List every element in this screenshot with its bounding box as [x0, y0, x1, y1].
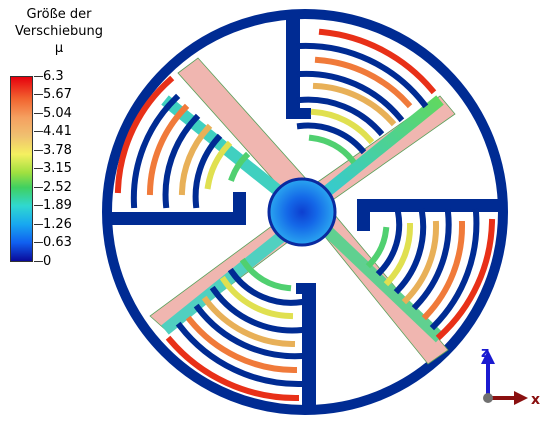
tick-label-6: 2.52 [43, 180, 72, 195]
tick-label-1: 5.67 [43, 87, 72, 102]
finger-sw-2 [185, 315, 298, 374]
finger-ne-1 [318, 28, 437, 95]
tick-5 [34, 168, 43, 169]
finger-se-4 [383, 222, 414, 287]
frame-bar-left-arm [233, 192, 246, 225]
axis-triad: z x [481, 345, 540, 408]
x-axis-arrowhead [514, 391, 528, 405]
frame-bar-bottom-arm [296, 283, 316, 294]
deformed-beam-sw [161, 220, 300, 335]
tick-label-9: 0.63 [43, 235, 72, 250]
tick-9 [34, 242, 43, 243]
frame-bar-top [286, 16, 300, 118]
spring-fingers-ne [296, 28, 437, 165]
legend-title-line2: Verschiebung [15, 24, 103, 39]
frame-bar-right-arm [357, 199, 370, 231]
finger-ne-3 [312, 82, 397, 127]
z-axis-label: z [481, 345, 489, 361]
tick-0 [34, 76, 43, 77]
deformed-beam-se [313, 217, 445, 343]
finger-nw-1 [114, 75, 175, 194]
finger-sw-3 [201, 295, 296, 348]
finger-ne-4 [310, 108, 375, 145]
finger-sw-4 [219, 275, 294, 320]
tick-label-10: 0 [43, 254, 52, 269]
spring-fingers-sw [165, 257, 306, 402]
frame-fingers-se [375, 208, 480, 331]
finger-sw-1 [165, 335, 300, 402]
color-scale-bar [10, 76, 33, 262]
legend-title-line1: Größe der [26, 7, 92, 22]
tick-label-4: 3.78 [43, 143, 72, 158]
x-axis-label: x [531, 392, 540, 408]
finger-se-2 [421, 220, 466, 321]
frame-fingers-nw [130, 93, 223, 209]
finger-sw-5 [239, 257, 292, 292]
finger-se-5 [365, 226, 390, 269]
frame-bar-bottom [302, 283, 316, 409]
deformed-beam-nw [161, 95, 300, 210]
finger-se-3 [401, 220, 440, 305]
deformed-beam-ne [306, 95, 444, 210]
finger-ne-2 [314, 56, 413, 109]
tick-label-7: 1.89 [43, 198, 72, 213]
tick-label-3: 4.41 [43, 124, 72, 139]
tick-7 [34, 205, 43, 206]
frame-fingers-ne [296, 42, 429, 155]
central-hub [267, 177, 337, 247]
spring-fingers-nw [114, 75, 251, 209]
frame-bar-right [357, 199, 499, 212]
tick-8 [34, 224, 43, 225]
tick-2 [34, 113, 43, 114]
z-axis-arrowhead [481, 350, 495, 364]
tick-label-5: 3.15 [43, 161, 72, 176]
tick-1 [34, 94, 43, 95]
legend-title: Größe der Verschiebung µ [0, 6, 118, 57]
frame-bar-left [106, 212, 246, 225]
tick-10 [34, 261, 43, 262]
spring-fingers-se [365, 208, 496, 341]
tick-6 [34, 187, 43, 188]
finger-nw-4 [204, 140, 233, 190]
finger-nw-3 [178, 123, 213, 196]
legend-unit: µ [54, 41, 64, 56]
finger-nw-2 [146, 103, 190, 196]
frame-fingers-sw [175, 267, 306, 388]
tick-label-2: 5.04 [43, 106, 72, 121]
finger-se-1 [435, 218, 496, 341]
tick-label-0: 6.3 [43, 69, 64, 84]
tick-label-8: 1.26 [43, 217, 72, 232]
tick-3 [34, 131, 43, 132]
triad-origin [483, 393, 493, 403]
finger-ne-5 [308, 134, 357, 165]
frame-bar-top-arm [286, 108, 311, 119]
finger-nw-5 [228, 151, 251, 182]
tick-4 [34, 150, 43, 151]
